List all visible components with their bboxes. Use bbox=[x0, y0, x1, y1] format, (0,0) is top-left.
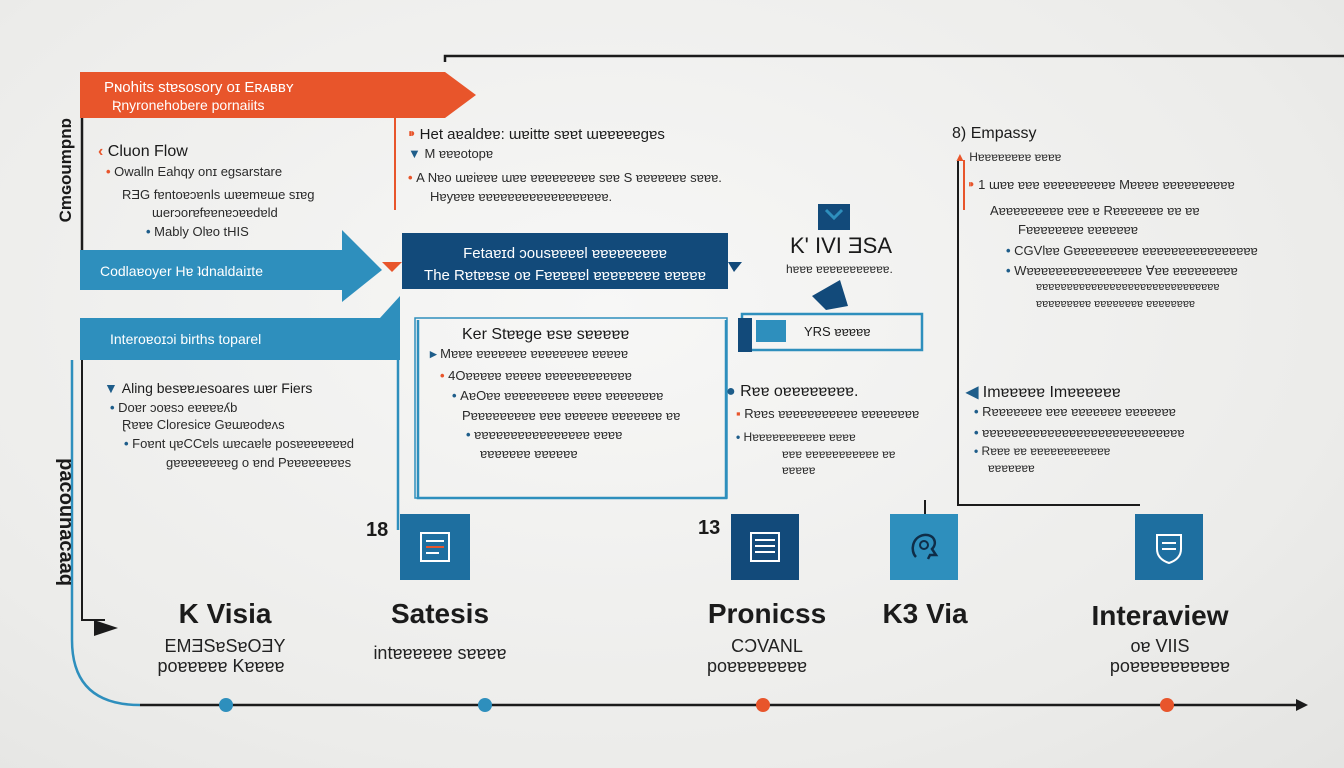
embassy-block-line4: • CGVlɐɐ Gɐɐɐɐɐɐɐɐɐ ɐɐɐɐɐɐɐɐɐɐɐɐɐɐɐɐ bbox=[1006, 243, 1258, 258]
left-block2-title: ▼ Aling besɐɐɹesoares ɯɐr Fiers bbox=[104, 380, 313, 396]
passport-icon-box bbox=[1135, 514, 1203, 580]
middle-block-line5: • ɐɐɐɐɐɐɐɐɐɐɐɐɐɐɐɐ ɐɐɐɐ bbox=[466, 427, 623, 442]
form-icon bbox=[750, 532, 780, 562]
k-visa-title: K' IVI ƎSA bbox=[790, 233, 893, 258]
stage-2-sub1: intɐɐɐɐɐɐ sɐɐɐɐ bbox=[373, 643, 507, 663]
res-block-line3: ɐɐɐ ɐɐɐɐɐɐɐɐɐɐɐ ɐɐ bbox=[782, 447, 896, 461]
left-block2-line1: • Doɐr ɔoɐsɔ eɐɐɐɐʎb bbox=[110, 400, 238, 415]
stage-1-title: K Visia bbox=[178, 598, 272, 629]
right-lower-block-line3: • Rɐɐɐ ɐɐ ɐɐɐɐɐɐɐɐɐɐɐɐ bbox=[974, 444, 1111, 458]
middle-top-title: ⁍ Het aɐaldɐɐ: ɯɐittɐ sɐɐt ɯɐɐɐɐɐgɐs bbox=[408, 126, 665, 143]
left-block-line4: • Mably Olɐo tHIS bbox=[146, 224, 249, 239]
orange-banner-line2: Ʀnyronehobere pornaiits bbox=[112, 97, 265, 113]
stage-1-sub1: EMƎSɐSɐOƎY bbox=[164, 636, 286, 656]
embassy-block-line7: ɐɐɐɐɐɐɐɐɐ ɐɐɐɐɐɐɐɐ ɐɐɐɐɐɐɐɐ bbox=[1036, 298, 1196, 310]
middle-block-line1: ▸ Mɐɐɐ ɐɐɐɐɐɐɐ ɐɐɐɐɐɐɐɐ ɐɐɐɐɐ bbox=[430, 346, 629, 361]
teal-arrow-2-label: Interoɐoɪɔi births toparel bbox=[110, 331, 262, 347]
yrs-box-label: YRS ɐɐɐɐɐ bbox=[804, 324, 871, 339]
embassy-block-line2: Aɐɐɐɐɐɐɐɐɐ ɐɐɐ ɐ Rɐɐɐɐɐɐɐ ɐɐ ɐɐ bbox=[990, 203, 1200, 218]
step-number-2: 13 bbox=[698, 517, 721, 539]
bullet-marker: ‹ bbox=[98, 143, 108, 160]
stage-4-title: K3 Via bbox=[882, 598, 968, 629]
middle-block-line4: Pɐɐɐɐɐɐɐɐɐ ɐɐɐ ɐɐɐɐɐɐ ɐɐɐɐɐɐɐ ɐɐ bbox=[462, 408, 681, 423]
left-vertical-label-1: Cmɢoumpnɒ bbox=[56, 118, 75, 223]
right-lower-block-title: ◀ Imɐɐɐɐɐ Imɐɐɐɐɐɐ bbox=[966, 384, 1121, 401]
middle-block-title: Ker Stɐɐge ɐsɐ sɐɐɐɐɐ bbox=[462, 326, 630, 343]
profile-icon-box bbox=[890, 514, 958, 580]
middle-top-line1: • A Nɐo ɯɐiɐɐɐ ɯɐɐ ɐɐɐɐɐɐɐɐɐ sɐɐ S ɐɐɐɐɐ… bbox=[408, 170, 722, 185]
res-block-line2: • Hɐɐɐɐɐɐɐɐɐɐɐ ɐɐɐɐ bbox=[736, 430, 856, 444]
left-vertical-label-2: bɐɐɔɐunoɔɐd bbox=[54, 458, 76, 586]
document-icon bbox=[420, 532, 450, 562]
document-icon-box bbox=[400, 514, 470, 580]
navy-box-line2: The Rɐtɐɐsɐ oɐ Fɐɐɐɐɐl ɐɐɐɐɐɐɐɐ ɐɐɐɐɐ bbox=[424, 267, 706, 284]
stage-3-sub2: poɐɐɐɐɐɐɐɐ bbox=[706, 656, 808, 676]
stage-2-title: Satesis bbox=[390, 598, 490, 629]
stage-5-sub2: poɐɐɐɐɐɐɐɐɐɐ bbox=[1109, 656, 1231, 676]
step-number-1: 18 bbox=[366, 519, 389, 541]
res-block-line4: ɐɐɐɐɐ bbox=[782, 463, 816, 477]
left-block-line3: ɯerɔorɐfɐɐnɐɔɐɐdɐld bbox=[152, 205, 278, 220]
embassy-block-line1: ⁍ 1 ɯɐɐ ɐɐɐ ɐɐɐɐɐɐɐɐɐɐ Mɐɐɐɐ ɐɐɐɐɐɐɐɐɐɐ bbox=[968, 177, 1235, 192]
stage-3-sub1: CƆVANL bbox=[731, 636, 803, 656]
middle-block-line2: • 4Oɐɐɐɐɐ ɐɐɐɐɐ ɐɐɐɐɐɐɐɐɐɐɐɐ bbox=[440, 368, 632, 383]
left-block2-line3: • Foɐnt ɥɐCCɐls ɯɐcaɐlɐ posɐɐɐɐɐɐɐd bbox=[124, 436, 355, 451]
head-profile-icon bbox=[911, 533, 939, 560]
embassy-block-line3: Fɐɐɐɐɐɐɐɐ ɐɐɐɐɐɐɐ bbox=[1018, 222, 1139, 237]
chevron-icon bbox=[824, 208, 844, 221]
res-block-title: ● Rɐɐ oɐɐɐɐɐɐɐɐ. bbox=[726, 383, 859, 400]
left-block-line2: RƎG fɐntoɐɔɐnls ɯɐɐmɐɯe sɪɐg bbox=[122, 187, 315, 202]
stage-5-title: Interaview bbox=[1091, 600, 1229, 631]
embassy-block-line6: ɐɐɐɐɐɐɐɐɐɐɐɐɐɐɐɐɐɐɐɐɐɐɐɐɐɐɐɐɐɐ bbox=[1036, 281, 1220, 293]
shield-badge-icon bbox=[1156, 534, 1182, 565]
middle-block-line3: • AɐOɐɐ ɐɐɐɐɐɐɐɐɐ ɐɐɐɐ ɐɐɐɐɐɐɐɐ bbox=[452, 388, 664, 403]
left-block2-line4: gɐɐɐɐɐɐɐɐg o ɐnd Pɐɐɐɐɐɐɐɐs bbox=[166, 455, 352, 470]
embassy-block-title: 8) Empassy bbox=[952, 125, 1037, 142]
stage-1-sub2: poɐɐɐɐɐ Kɐɐɐɐ bbox=[157, 656, 285, 676]
right-lower-block-line1: • Rɐɐɐɐɐɐɐ ɐɐɐ ɐɐɐɐɐɐɐ ɐɐɐɐɐɐɐ bbox=[974, 404, 1176, 419]
form-icon-box bbox=[731, 514, 799, 580]
k-visa-emblem bbox=[818, 204, 850, 230]
stage-5-sub1: oɐ VIIS bbox=[1130, 636, 1190, 656]
navy-box-line1: Fetaɐɪd ɔousɐɐɐɐl ɐɐɐɐɐɐɐɐɐ bbox=[463, 245, 667, 262]
orange-banner-line1: Pɴohits stɐsosory oɪ Eʀᴀʙʙʏ bbox=[104, 79, 294, 96]
left-block2-line2: Ɽɐɐɐ Cloresicɐ Gɐɯɐodɐʌs bbox=[122, 417, 285, 432]
res-block-line1: ▪ Rɐɐs ɐɐɐɐɐɐɐɐɐɐɐ ɐɐɐɐɐɐɐɐ bbox=[736, 406, 920, 421]
left-block-title: ‹ Cluon Flow bbox=[98, 143, 188, 161]
embassy-block-sub: ▲ Hɐɐɐɐɐɐɐɐ ɐɐɐɐ bbox=[954, 150, 1062, 164]
middle-block-line6: ɐɐɐɐɐɐɐ ɐɐɐɐɐɐ bbox=[480, 446, 578, 461]
right-lower-block-line4: ɐɐɐɐɐɐɐ bbox=[988, 461, 1035, 475]
left-block-title-text: Cluon Flow bbox=[107, 143, 188, 160]
embassy-block-line5: • Wɐɐɐɐɐɐɐɐɐɐɐɐɐɐɐɐ Ɐɐɐ ɐɐɐɐɐɐɐɐɐ bbox=[1006, 263, 1238, 278]
middle-top-line2: Hɐyɐɐɐ ɐɐɐɐɐɐɐɐɐɐɐɐɐɐɐɐɐɐ. bbox=[430, 189, 613, 204]
right-lower-block-line2: • ɐɐɐɐɐɐɐɐɐɐɐɐɐɐɐɐɐɐɐɐɐɐɐɐɐɐɐɐ bbox=[974, 425, 1185, 440]
stage-3-title: Pronicss bbox=[707, 598, 827, 629]
navy-info-box: Fetaɐɪd ɔousɐɐɐɐl ɐɐɐɐɐɐɐɐɐ The Rɐtɐɐsɐ … bbox=[402, 233, 728, 289]
middle-top-sub: ▼ M ɐɐɐotopɐ bbox=[408, 146, 494, 161]
teal-arrow-1-label: Codlaɐoyer Hɐ ʇdnaldaiɪte bbox=[100, 263, 263, 279]
left-block-line1: • Owalln Eahqy onɪ egsarstare bbox=[106, 164, 283, 179]
k-visa-sub: hɐɐɐ ɐɐɐɐɐɐɐɐɐɐɐ. bbox=[786, 262, 893, 276]
